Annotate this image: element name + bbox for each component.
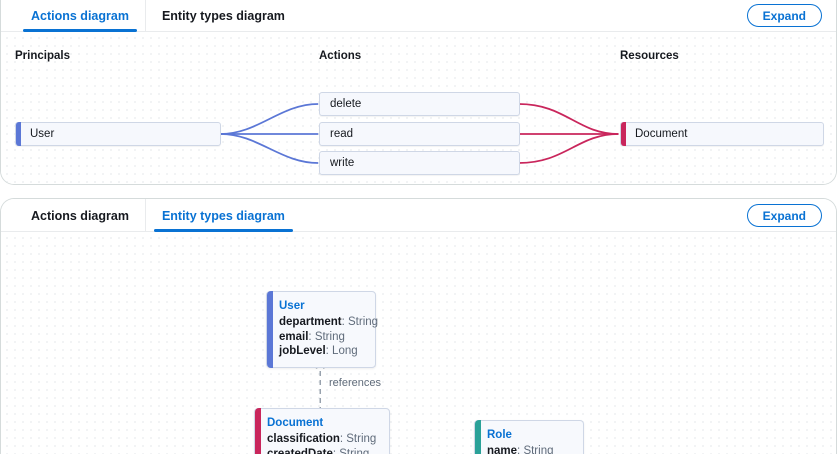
accent-bar: [475, 420, 481, 454]
column-header-resources: Resources: [620, 50, 679, 62]
entity-card-user[interactable]: User department: String email: String jo…: [266, 291, 376, 368]
accent-bar: [267, 291, 273, 368]
edge-write-document: [519, 134, 619, 163]
attribute-type: String: [346, 433, 376, 445]
entity-card-document[interactable]: Document classification: String createdD…: [254, 408, 390, 454]
entity-relationship-edges: [1, 232, 836, 454]
accent-bar: [255, 408, 261, 454]
tab-label: Entity types diagram: [162, 209, 285, 223]
actions-diagram-panel: Actions diagram Entity types diagram Exp…: [0, 0, 837, 185]
node-label: read: [330, 128, 353, 140]
entity-attribute: department: String: [279, 315, 365, 330]
attribute-type: String: [348, 316, 378, 328]
entity-attribute: createdDate: String: [267, 447, 379, 454]
attribute-key: classification: [267, 433, 340, 445]
tab-label: Actions diagram: [31, 209, 129, 223]
actions-panel-tablist: Actions diagram Entity types diagram Exp…: [1, 0, 836, 32]
node-action-read[interactable]: read: [319, 122, 520, 146]
edge-user-delete: [220, 104, 318, 134]
entity-attribute: classification: String: [267, 432, 379, 447]
node-resource-document[interactable]: Document: [620, 122, 824, 146]
edge-delete-document: [519, 104, 619, 134]
entity-card-role[interactable]: Role name: String: [474, 420, 584, 454]
expand-button[interactable]: Expand: [747, 4, 822, 27]
edge-label-references: references: [329, 377, 381, 389]
entity-card-title: Role: [487, 428, 573, 442]
node-action-delete[interactable]: delete: [319, 92, 520, 116]
tab-label: Actions diagram: [31, 9, 129, 23]
node-action-write[interactable]: write: [319, 151, 520, 175]
attribute-key: department: [279, 316, 342, 328]
column-header-actions: Actions: [319, 50, 361, 62]
entity-card-title: Document: [267, 416, 379, 430]
tab-actions-diagram[interactable]: Actions diagram: [15, 199, 145, 232]
node-label: Document: [635, 128, 687, 140]
accent-bar: [16, 122, 21, 146]
tab-label: Entity types diagram: [162, 9, 285, 23]
actions-diagram-canvas[interactable]: Principals Actions Resources User delete…: [1, 32, 836, 184]
attribute-key: name: [487, 445, 517, 454]
attribute-type: String: [339, 448, 369, 454]
attribute-type: String: [523, 445, 553, 454]
tab-entity-types-diagram[interactable]: Entity types diagram: [145, 199, 301, 232]
entity-attribute: email: String: [279, 330, 365, 345]
node-principal-user[interactable]: User: [15, 122, 221, 146]
entity-types-diagram-canvas[interactable]: references User department: String email…: [1, 232, 836, 454]
attribute-key: createdDate: [267, 448, 333, 454]
column-header-principals: Principals: [15, 50, 70, 62]
expand-button[interactable]: Expand: [747, 204, 822, 227]
node-label: write: [330, 157, 354, 169]
edge-user-write: [220, 134, 318, 163]
entity-types-diagram-panel: Actions diagram Entity types diagram Exp…: [0, 198, 837, 454]
attribute-key: email: [279, 331, 308, 343]
tab-entity-types-diagram[interactable]: Entity types diagram: [145, 0, 301, 32]
node-label: delete: [330, 98, 361, 110]
entity-attribute: name: String: [487, 444, 573, 454]
accent-bar: [621, 122, 626, 146]
node-label: User: [30, 128, 54, 140]
entity-attribute: jobLevel: Long: [279, 344, 365, 359]
attribute-type: String: [315, 331, 345, 343]
attribute-type: Long: [332, 345, 358, 357]
expand-button-label: Expand: [763, 209, 806, 223]
expand-button-label: Expand: [763, 9, 806, 23]
attribute-key: jobLevel: [279, 345, 326, 357]
entities-panel-tablist: Actions diagram Entity types diagram Exp…: [1, 199, 836, 232]
entity-card-title: User: [279, 299, 365, 313]
tab-actions-diagram[interactable]: Actions diagram: [15, 0, 145, 32]
